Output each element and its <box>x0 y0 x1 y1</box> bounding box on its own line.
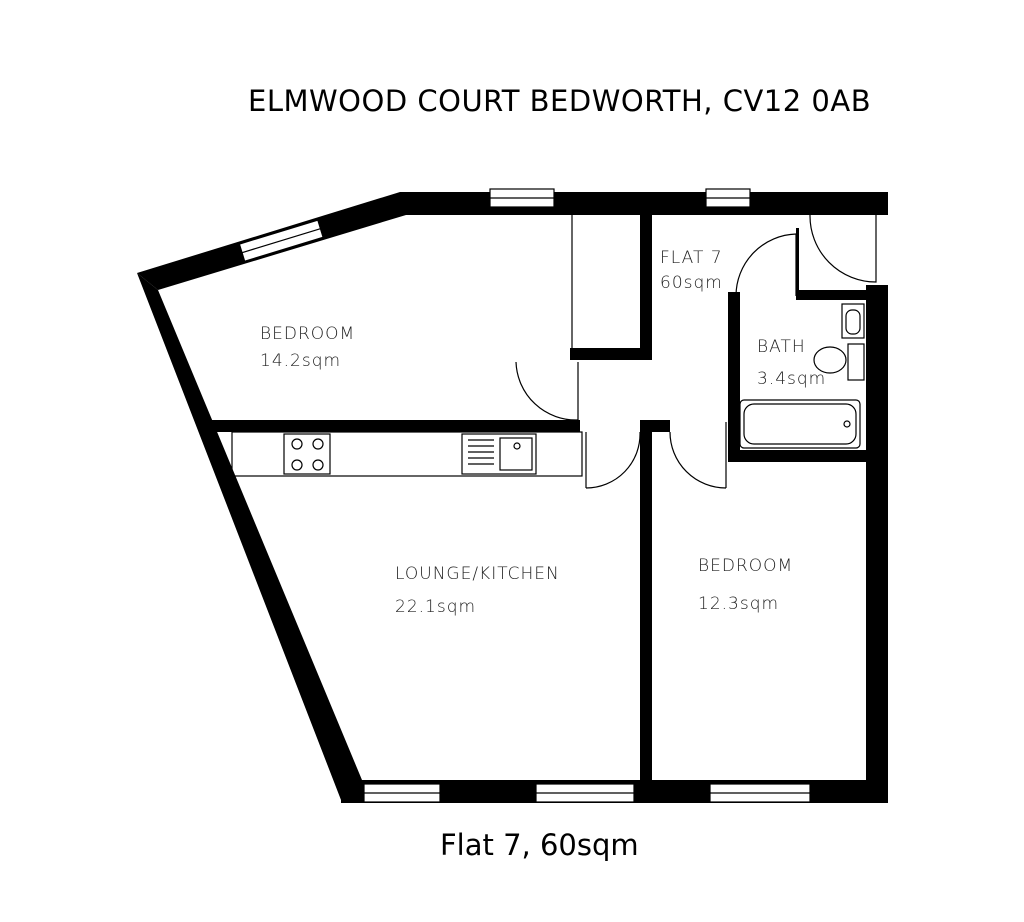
bedroom-1-name: BEDROOM <box>260 324 355 344</box>
kitchen-units <box>231 431 583 477</box>
flat-label-name: FLAT 7 <box>660 248 723 268</box>
bedroom-2-name: BEDROOM <box>698 556 793 576</box>
bath-area: 3.4sqm <box>757 369 826 389</box>
flat-label-area: 60sqm <box>660 273 723 293</box>
plan-caption: Flat 7, 60sqm <box>440 828 639 862</box>
interior-walls <box>205 210 868 790</box>
plan-title: ELMWOOD COURT BEDWORTH, CV12 0AB <box>248 84 872 118</box>
bath-name: BATH <box>757 337 806 357</box>
bedroom-2-area: 12.3sqm <box>698 594 779 614</box>
lounge-kitchen-name: LOUNGE/KITCHEN <box>395 564 560 584</box>
lounge-kitchen-area: 22.1sqm <box>395 597 476 617</box>
exterior-walls <box>137 192 888 803</box>
bedroom-1-area: 14.2sqm <box>260 351 341 371</box>
doors <box>515 214 877 489</box>
bathroom-fittings <box>739 303 865 449</box>
room-labels: FLAT 7 60sqm BEDROOM 14.2sqm BATH 3.4sqm… <box>260 248 826 617</box>
windows <box>238 188 811 803</box>
